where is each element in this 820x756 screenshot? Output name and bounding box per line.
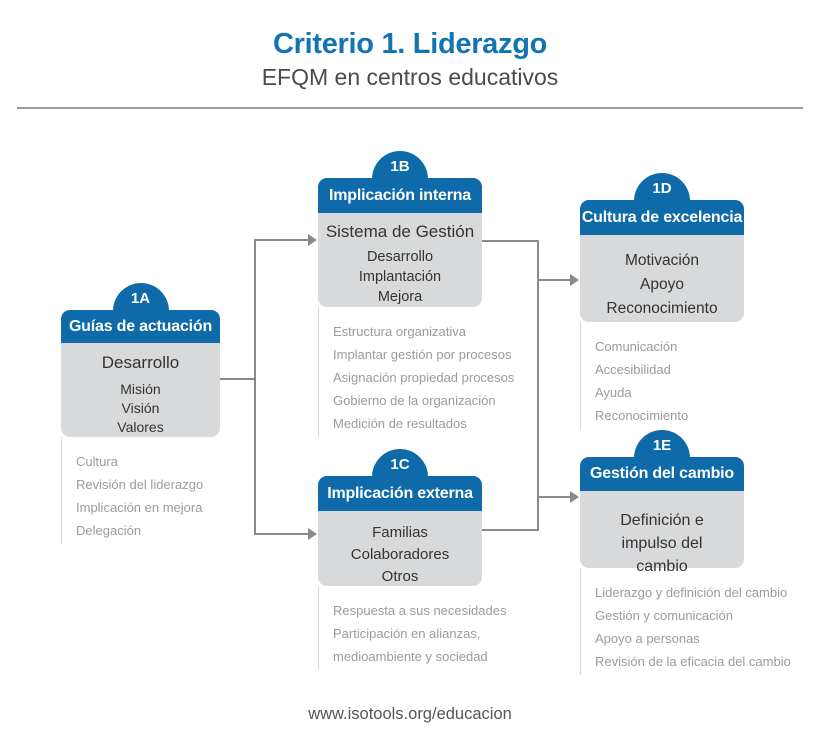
node-1c-notes: Respuesta a sus necesidades Participació… xyxy=(318,586,507,670)
connector-to-1d xyxy=(539,279,571,281)
arrow-into-1d-icon xyxy=(570,274,579,286)
node-1e-notes: Liderazgo y definición del cambio Gestió… xyxy=(580,568,791,675)
connector-right-vertical xyxy=(537,240,539,531)
node-1b-items: Desarrollo Implantación Mejora xyxy=(318,247,482,307)
note-item: Apoyo a personas xyxy=(595,631,700,646)
connector-1b-out xyxy=(482,240,538,242)
note-item: Revisión del liderazgo xyxy=(76,477,204,492)
node-1a-primary: Desarrollo xyxy=(101,353,180,372)
note-item: Implicación en mejora xyxy=(76,500,203,515)
node-1a-item: Misión xyxy=(120,381,161,397)
note-item: Gestión y comunicación xyxy=(595,608,734,623)
node-1b: 1B Implicación interna Sistema de Gestió… xyxy=(318,151,515,437)
node-1d-items: Motivación Apoyo Reconocimiento xyxy=(580,249,744,321)
note-item: Respuesta a sus necesidades xyxy=(333,603,507,618)
note-item: Reconocimiento xyxy=(595,408,689,423)
connector-to-1e xyxy=(539,496,571,498)
connector-1a-out xyxy=(220,378,256,380)
node-1d-item: Motivación xyxy=(624,252,700,269)
note-item: Comunicación xyxy=(595,339,678,354)
node-1c-item: Familias xyxy=(372,524,428,541)
note-item: Asignación propiedad procesos xyxy=(333,370,515,385)
node-1a-body: Desarrollo Misión Visión Valores xyxy=(61,343,220,437)
node-1b-body: Sistema de Gestión Desarrollo Implantaci… xyxy=(318,213,482,307)
node-1e-title: Gestión del cambio xyxy=(580,457,744,491)
note-item: Accesibilidad xyxy=(595,362,671,377)
connector-to-1b xyxy=(256,239,309,241)
node-1b-title: Implicación interna xyxy=(318,178,482,213)
node-1c-item: Colaboradores xyxy=(350,546,450,563)
node-1d: 1D Cultura de excelencia Motivación Apoy… xyxy=(580,173,744,429)
node-1c-item: Otros xyxy=(381,568,419,585)
note-item: Implantar gestión por procesos xyxy=(333,347,512,362)
node-1a-items: Misión Visión Valores xyxy=(61,380,220,437)
note-item: Gobierno de la organización xyxy=(333,393,496,408)
node-1c-title: Implicación externa xyxy=(318,476,482,511)
note-item: Ayuda xyxy=(595,385,632,400)
arrow-into-1e-icon xyxy=(570,491,579,503)
node-1a-notes: Cultura Revisión del liderazgo Implicaci… xyxy=(61,437,220,544)
note-item: Delegación xyxy=(76,523,142,538)
page-title: Criterio 1. Liderazgo xyxy=(272,28,548,60)
arrow-into-1c-icon xyxy=(308,528,317,540)
node-1d-item: Apoyo xyxy=(640,276,684,293)
note-item: Estructura organizativa xyxy=(333,324,466,339)
node-1b-item: Mejora xyxy=(377,289,423,305)
node-1e-primary: Definición e impulso del cambio xyxy=(620,512,704,575)
node-1e-body: Definición e impulso del cambio xyxy=(580,491,744,575)
note-item: Revisión de la eficacia del cambio xyxy=(595,654,791,669)
note-item: Cultura xyxy=(76,454,118,469)
node-1a: 1A Guías de actuación Desarrollo Misión … xyxy=(61,283,220,544)
node-1c-body: Familias Colaboradores Otros xyxy=(318,511,482,586)
footer-url: www.isotools.org/educacion xyxy=(308,705,512,723)
node-1b-item: Desarrollo xyxy=(366,249,434,265)
node-1a-item: Valores xyxy=(117,419,164,435)
node-1a-item: Visión xyxy=(121,400,160,416)
node-1c: 1C Implicación externa Familias Colabora… xyxy=(318,449,507,670)
node-1d-item: Reconocimiento xyxy=(606,300,718,317)
note-item: Liderazgo y definición del cambio xyxy=(595,585,788,600)
node-1b-notes: Estructura organizativa Implantar gestió… xyxy=(318,307,515,437)
page-subtitle: EFQM en centros educativos xyxy=(261,64,559,90)
node-1b-primary: Sistema de Gestión xyxy=(325,222,475,241)
connector-left-vertical xyxy=(254,239,256,535)
node-1c-items: Familias Colaboradores Otros xyxy=(318,522,482,588)
note-item: Participación en alianzas, medioambiente… xyxy=(333,626,488,664)
node-1d-title: Cultura de excelencia xyxy=(580,200,744,235)
node-1e: 1E Gestión del cambio Definición e impul… xyxy=(580,430,791,675)
connector-to-1c xyxy=(256,533,309,535)
note-item: Medición de resultados xyxy=(333,416,467,431)
node-1d-body: Motivación Apoyo Reconocimiento xyxy=(580,235,744,322)
connector-1c-out xyxy=(482,529,538,531)
header-divider xyxy=(17,107,803,109)
node-1b-item: Implantación xyxy=(358,269,442,285)
node-1d-notes: Comunicación Accesibilidad Ayuda Reconoc… xyxy=(580,322,744,429)
arrow-into-1b-icon xyxy=(308,234,317,246)
node-1a-title: Guías de actuación xyxy=(61,310,220,343)
